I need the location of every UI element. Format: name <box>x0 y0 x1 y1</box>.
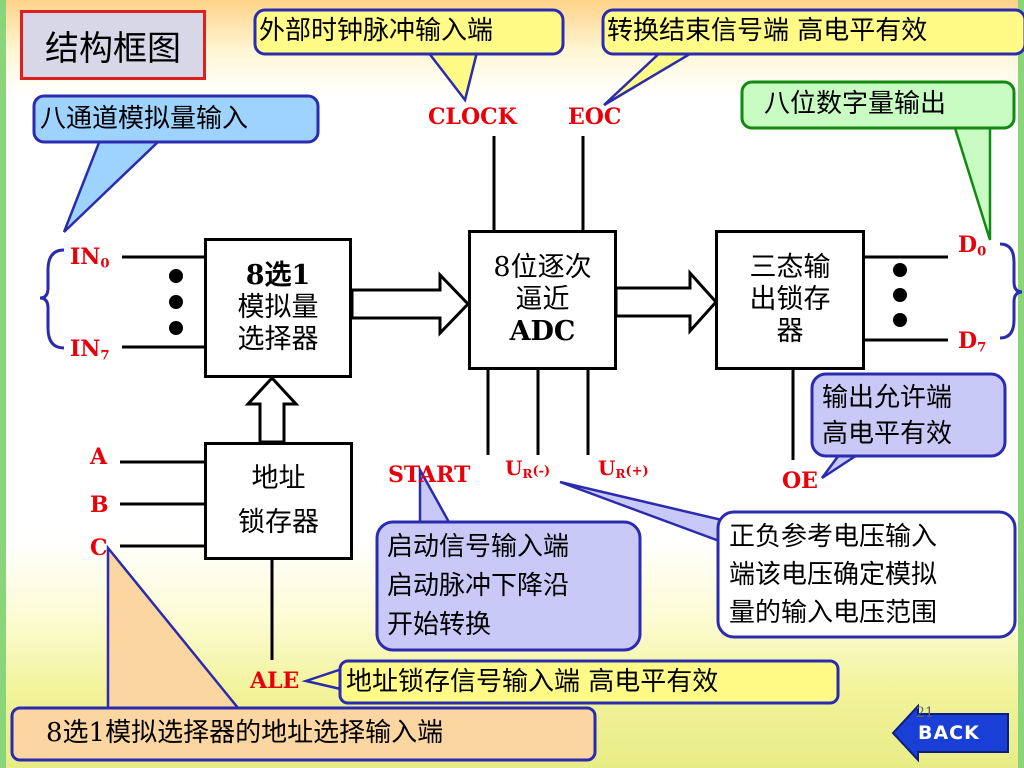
page-title: 结构框图 <box>20 10 206 80</box>
outputs-callout-box <box>740 80 1016 130</box>
addr-latch-line1: 地址 <box>251 463 306 494</box>
oe-label: OE <box>782 468 818 494</box>
address-callout-box <box>10 706 597 762</box>
latch-line3: 器 <box>776 316 804 347</box>
inputs-callout-text: 八通道模拟量输入 <box>40 104 249 134</box>
mux-block: 8选1 模拟量 选择器 <box>204 238 352 378</box>
adc-to-latch-arrow <box>614 269 719 335</box>
d7-label: D7 <box>958 328 987 356</box>
adc-line1: 8位逐次 <box>493 252 592 283</box>
address-latch-block: 地址 锁存器 <box>204 442 353 560</box>
output-latch-block: 三态输 出锁存 器 <box>715 230 865 370</box>
latch-line1: 三态输 <box>749 252 831 283</box>
mux-line3: 选择器 <box>237 324 319 355</box>
page-number: 21 <box>916 705 934 721</box>
d0-label: D0 <box>958 232 987 260</box>
ur-plus-label: UR(+) <box>598 456 649 481</box>
latch-to-mux-arrow <box>244 375 300 444</box>
adc-line3: ADC <box>509 316 576 347</box>
input-dot-3 <box>169 321 183 335</box>
ale-callout-box <box>338 659 840 705</box>
latch-line2: 出锁存 <box>749 284 831 315</box>
back-button-shape <box>891 703 1009 763</box>
input-dot-1 <box>169 269 183 283</box>
clock-callout-box <box>253 8 565 56</box>
eoc-label: EOC <box>568 104 622 130</box>
address-callout-tail <box>106 544 241 710</box>
inputs-callout-tail <box>62 138 164 233</box>
clock-label: CLOCK <box>428 104 517 130</box>
output-dot-1 <box>893 263 907 277</box>
eoc-callout-tail <box>603 46 705 107</box>
clock-callout-text: 外部时钟脉冲输入端 <box>259 16 494 46</box>
ale-callout-text: 地址锁存信号输入端 高电平有效 <box>346 667 719 697</box>
output-dot-3 <box>893 313 907 327</box>
eoc-callout-box <box>601 8 1024 56</box>
mux-to-adc-arrow <box>350 271 471 337</box>
in7-label: IN7 <box>70 336 110 364</box>
addr-latch-line2: 锁存器 <box>238 507 319 538</box>
oe-callout-box <box>810 372 1007 458</box>
left-accent-bar <box>0 0 6 768</box>
outputs-callout-text: 八位数字量输出 <box>764 89 947 119</box>
start-callout-box <box>375 520 642 652</box>
b-label: B <box>90 492 109 518</box>
output-brace <box>999 242 1023 340</box>
uref-callout-text: 正负参考电压输入 端该电压确定模拟 量的输入电压范围 <box>729 522 938 628</box>
c-label: C <box>90 535 108 561</box>
adc-block: 8位逐次 逼近 ADC <box>468 230 617 370</box>
mux-line1: 8选1 <box>245 260 311 291</box>
outputs-callout-tail <box>953 126 992 241</box>
address-callout-text: 8选1模拟选择器的地址选择输入端 <box>46 718 444 748</box>
inputs-callout-box <box>32 94 320 144</box>
in0-label: IN0 <box>70 244 110 272</box>
a-label: A <box>90 444 108 470</box>
start-label: START <box>388 462 471 488</box>
mux-line2: 模拟量 <box>237 292 319 323</box>
ur-minus-label: UR(-) <box>505 456 551 481</box>
back-button-label: BACK <box>918 722 980 744</box>
output-dot-2 <box>893 288 907 302</box>
right-accent-bar <box>1018 0 1024 768</box>
ale-label: ALE <box>250 668 300 694</box>
eoc-callout-text: 转换结束信号端 高电平有效 <box>607 16 928 46</box>
input-brace <box>39 248 65 350</box>
input-dot-2 <box>169 295 183 309</box>
uref-callout-box <box>716 510 1017 639</box>
adc-line2: 逼近 <box>515 284 570 315</box>
oe-callout-text: 输出允许端 高电平有效 <box>822 383 953 449</box>
clock-callout-tail <box>422 46 480 103</box>
start-callout-text: 启动信号输入端 启动脉冲下降沿 开始转换 <box>387 532 570 640</box>
